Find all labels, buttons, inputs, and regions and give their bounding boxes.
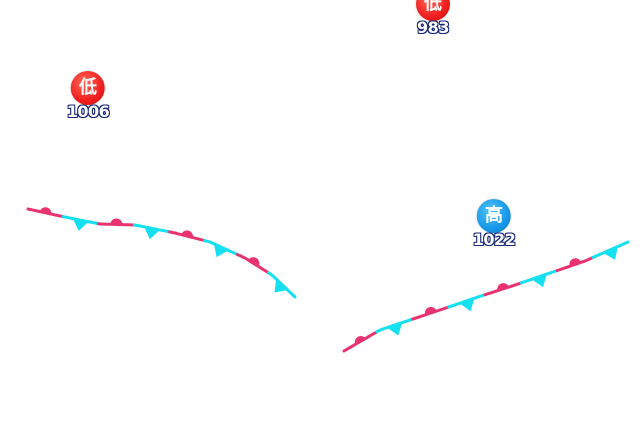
cold-front-triangle bbox=[531, 274, 547, 288]
front-west[interactable] bbox=[26, 207, 297, 299]
pressure-value: 1006 bbox=[66, 102, 110, 121]
warm-front-semicircle bbox=[497, 283, 509, 291]
cold-front-triangle bbox=[72, 218, 89, 231]
cold-front-triangle bbox=[459, 298, 475, 312]
front-east[interactable] bbox=[342, 240, 630, 353]
warm-front-semicircle bbox=[248, 257, 260, 267]
warm-front-segment bbox=[96, 222, 136, 227]
warm-front-semicircle bbox=[569, 258, 582, 267]
pressure-center-low-1006[interactable]: 低 1006 bbox=[67, 71, 110, 121]
warm-front-semicircle bbox=[424, 306, 437, 315]
warm-front-semicircle bbox=[39, 207, 52, 215]
pressure-center-low-983[interactable]: 低 983 bbox=[416, 0, 450, 37]
warm-front-semicircle bbox=[354, 335, 366, 345]
warm-front-semicircle bbox=[181, 230, 194, 238]
warm-front-segment bbox=[236, 253, 270, 275]
cold-front-triangle bbox=[144, 226, 160, 240]
pressure-value: 1022 bbox=[472, 230, 516, 249]
pressure-center-high-1022[interactable]: 高 1022 bbox=[473, 199, 516, 249]
high-pressure-icon: 高 bbox=[477, 199, 511, 233]
warm-front-semicircle bbox=[110, 218, 123, 225]
warm-front-segment bbox=[342, 330, 379, 353]
cold-front-triangle bbox=[387, 322, 403, 336]
cold-front-segment bbox=[132, 223, 172, 234]
cold-front-triangle bbox=[213, 243, 229, 258]
low-pressure-icon: 低 bbox=[71, 71, 105, 105]
cold-front-triangle bbox=[274, 279, 288, 293]
pressure-value: 983 bbox=[417, 18, 449, 37]
low-pressure-icon: 低 bbox=[416, 0, 450, 21]
cold-front-triangle bbox=[603, 246, 618, 260]
